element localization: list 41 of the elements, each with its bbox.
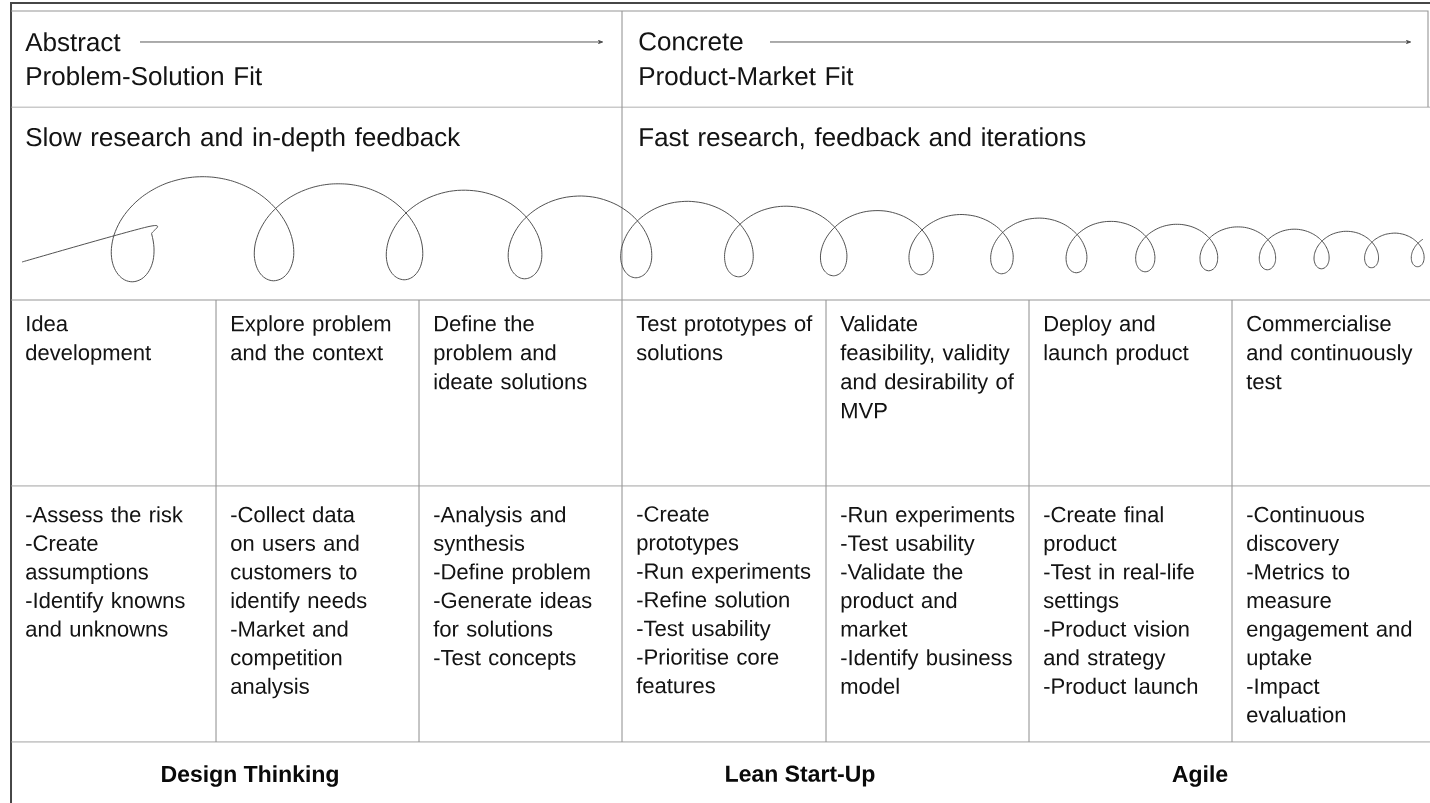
method-name: Lean Start-Up	[726, 765, 875, 787]
bullet-item: -Identify knowns and unknowns	[26, 592, 185, 637]
heading-text: Product-Market Fit	[640, 66, 854, 86]
heading-text: Concrete	[639, 32, 743, 51]
stage-title: Idea development	[26, 315, 151, 365]
bullet-item: -Create prototypes	[637, 506, 739, 555]
bullet-item: -Continuous discovery	[1247, 506, 1364, 556]
method-name: Design Thinking	[162, 765, 338, 787]
heading-text: Problem-Solution Fit	[27, 66, 262, 86]
heading-text: Slow research and in-depth feedback	[26, 127, 461, 152]
bullet-item: -Define problem	[434, 563, 590, 584]
stage-title: Validate feasibility, validity and desirability of MVP	[840, 315, 1014, 419]
bullet-item: -Assess the risk	[26, 506, 183, 523]
bullet-item: -Metrics to measure engagement and uptake	[1247, 563, 1412, 670]
stage-title: Commercialise and continuously test	[1246, 315, 1413, 390]
stage-title: Explore problem and the context	[231, 315, 391, 361]
heading-text: Fast research, feedback and iterations	[640, 127, 1086, 150]
bullet-item: -Test usability	[637, 620, 771, 641]
stage-title: Define the problem and ideate solutions	[434, 315, 587, 390]
bullet-item: -Test usability	[841, 534, 975, 556]
bullet-item: -Product vision and strategy	[1044, 620, 1189, 670]
bullet-item: -Market and competition analysis	[231, 620, 348, 699]
bullet-item: -Product launch	[1044, 677, 1198, 694]
bullet-item: -Run experiments	[637, 562, 811, 584]
bullet-item: -Impact evaluation	[1247, 678, 1346, 723]
bullet-item: -Test in real-life settings	[1043, 563, 1194, 613]
bullet-item: -Prioritise core features	[636, 648, 779, 694]
bullet-item: -Analysis and synthesis	[433, 506, 566, 556]
bullet-item: -Create final product	[1044, 506, 1163, 556]
stage-title: Test prototypes of solutions	[636, 315, 813, 361]
bullet-item: -Identify business model	[841, 649, 1012, 694]
stage-title: Deploy and launch product	[1044, 315, 1189, 365]
method-name: Agile	[1172, 765, 1228, 787]
bullet-item: -Test concepts	[434, 650, 576, 670]
bullet-item: -Create assumptions	[26, 535, 148, 584]
bullet-item: -Collect data on users and customers to identify needs	[231, 506, 367, 613]
bullet-item: -Validate the product and market	[841, 563, 963, 637]
bullet-item: -Generate ideas for solutions	[433, 592, 592, 637]
bullet-item: -Run experiments	[841, 506, 1015, 527]
bullet-item: -Refine solution	[637, 591, 789, 608]
heading-text: Abstract	[25, 32, 121, 52]
